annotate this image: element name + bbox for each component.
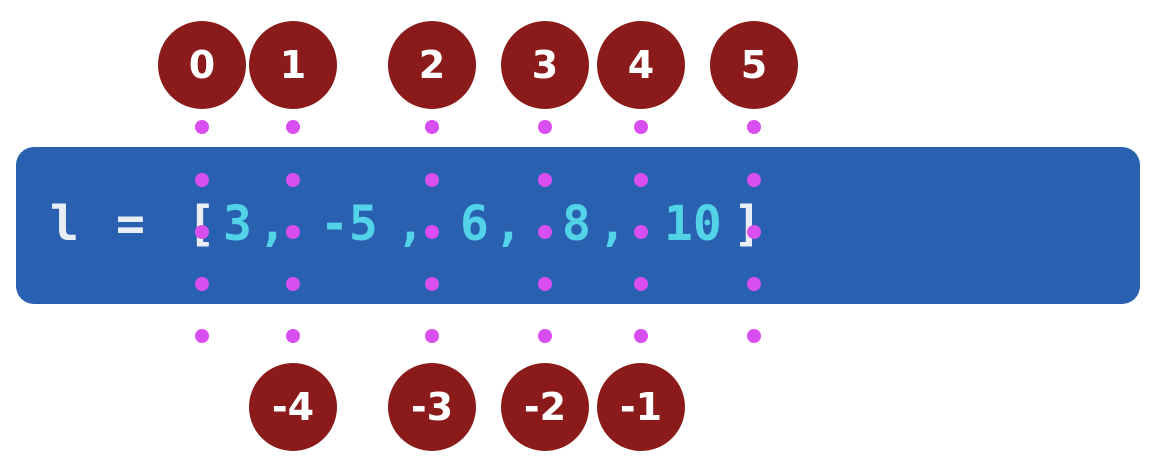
list-item-2: 6 [460,196,489,252]
boundary-dot-4-1 [634,173,648,187]
boundary-dot-3-2 [538,225,552,239]
boundary-dot-5-4 [747,329,761,343]
variable-name: l [50,196,79,252]
boundary-dot-4-4 [634,329,648,343]
separator-1: , [396,196,425,252]
boundary-dot-1-2 [286,225,300,239]
positive-index-4: 4 [597,21,685,109]
negative-index-minus-4: -4 [249,363,337,451]
negative-index-minus-3: -3 [388,363,476,451]
boundary-dot-2-1 [425,173,439,187]
boundary-dot-1-4 [286,329,300,343]
boundary-dot-2-4 [425,329,439,343]
boundary-dot-4-3 [634,277,648,291]
boundary-dot-2-0 [425,120,439,134]
boundary-dot-3-1 [538,173,552,187]
list-item-3: 8 [562,196,591,252]
positive-index-1: 1 [249,21,337,109]
separator-3: , [598,196,627,252]
boundary-dot-2-3 [425,277,439,291]
boundary-dot-4-2 [634,225,648,239]
assign-operator: = [116,196,145,252]
negative-index-minus-2: -2 [501,363,589,451]
boundary-dot-3-4 [538,329,552,343]
positive-index-0: 0 [158,21,246,109]
positive-index-3: 3 [501,21,589,109]
boundary-dot-0-2 [195,225,209,239]
boundary-dot-0-4 [195,329,209,343]
boundary-dot-5-1 [747,173,761,187]
boundary-dot-4-0 [634,120,648,134]
boundary-dot-5-0 [747,120,761,134]
open-bracket: [ [187,196,216,252]
boundary-dot-1-1 [286,173,300,187]
list-item-1: -5 [320,196,378,252]
positive-index-5: 5 [710,21,798,109]
boundary-dot-1-3 [286,277,300,291]
list-item-4: 10 [664,196,722,252]
negative-index-minus-1: -1 [597,363,685,451]
boundary-dot-5-3 [747,277,761,291]
close-bracket: ] [733,196,762,252]
boundary-dot-0-3 [195,277,209,291]
boundary-dot-0-1 [195,173,209,187]
positive-index-2: 2 [388,21,476,109]
separator-2: , [494,196,523,252]
boundary-dot-3-0 [538,120,552,134]
boundary-dot-1-0 [286,120,300,134]
boundary-dot-5-2 [747,225,761,239]
list-item-0: 3 [223,196,252,252]
boundary-dot-2-2 [425,225,439,239]
boundary-dot-0-0 [195,120,209,134]
boundary-dot-3-3 [538,277,552,291]
separator-0: , [258,196,287,252]
